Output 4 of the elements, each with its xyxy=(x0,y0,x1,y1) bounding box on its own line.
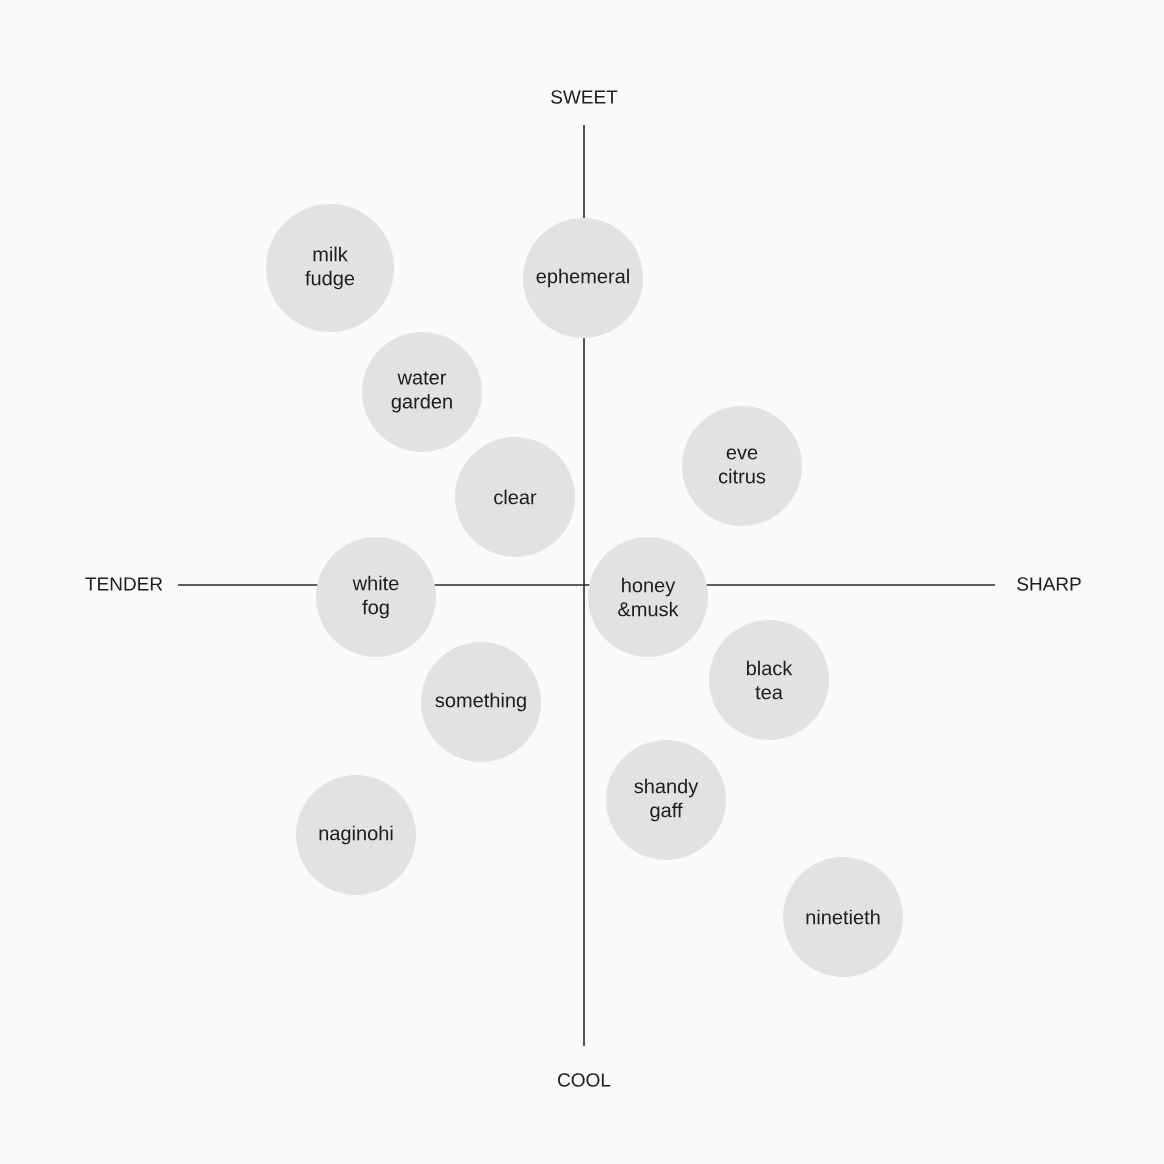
axis-label: TENDER xyxy=(85,577,163,591)
axis-label: COOL xyxy=(558,1073,611,1087)
axis-label: SWEET xyxy=(551,90,618,104)
axis-label: SHARP xyxy=(1017,577,1081,591)
